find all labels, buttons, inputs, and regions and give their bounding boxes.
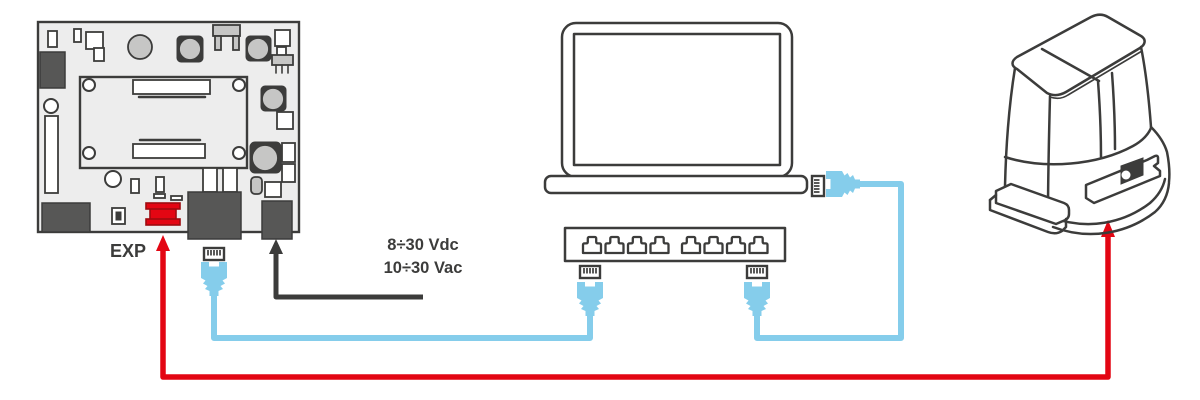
rj45-plug-laptop	[826, 171, 860, 197]
laptop-screen	[572, 32, 782, 167]
network-switch	[563, 226, 787, 263]
rj45-port-icon	[202, 246, 226, 262]
terminal-block	[41, 202, 91, 233]
transformer	[212, 24, 241, 51]
exp-label: EXP	[110, 241, 146, 261]
capacitor	[249, 141, 282, 174]
capacitor	[260, 85, 287, 112]
ethernet-cable-board-to-switch	[211, 288, 593, 341]
exp-connector	[145, 202, 181, 226]
capacitor	[127, 34, 153, 60]
rj45-port-icon	[810, 174, 826, 198]
diode	[250, 176, 263, 195]
exp-arrow-head	[156, 235, 170, 251]
capacitor	[245, 35, 272, 62]
laptop-base	[543, 174, 809, 195]
rj45-port-icon	[745, 264, 769, 280]
pin-header	[44, 115, 59, 194]
ethernet-cable-laptop-to-switch	[754, 181, 904, 341]
motor-foot	[994, 182, 1071, 226]
gate-motor	[988, 13, 1171, 236]
daughter-board	[78, 75, 249, 170]
rj45-plug-switch-left	[577, 282, 603, 316]
board-connector-strip	[132, 143, 206, 159]
board-ethernet-jack	[187, 191, 242, 240]
rj45-plug-switch-right	[744, 282, 770, 316]
power-arrow	[269, 239, 423, 300]
power-dc-label: 8÷30 Vdc	[387, 236, 458, 254]
side-connector	[39, 51, 66, 89]
board-connector-strip	[132, 79, 211, 95]
button	[111, 207, 126, 225]
control-board	[36, 20, 301, 240]
laptop	[543, 21, 809, 195]
rj45-port-icon	[578, 264, 602, 280]
power-ac-label: 10÷30 Vac	[384, 259, 463, 277]
capacitor	[176, 35, 204, 63]
board-power-jack	[261, 200, 293, 240]
voltage-regulator	[271, 46, 294, 74]
rj45-plug-board	[201, 262, 227, 296]
